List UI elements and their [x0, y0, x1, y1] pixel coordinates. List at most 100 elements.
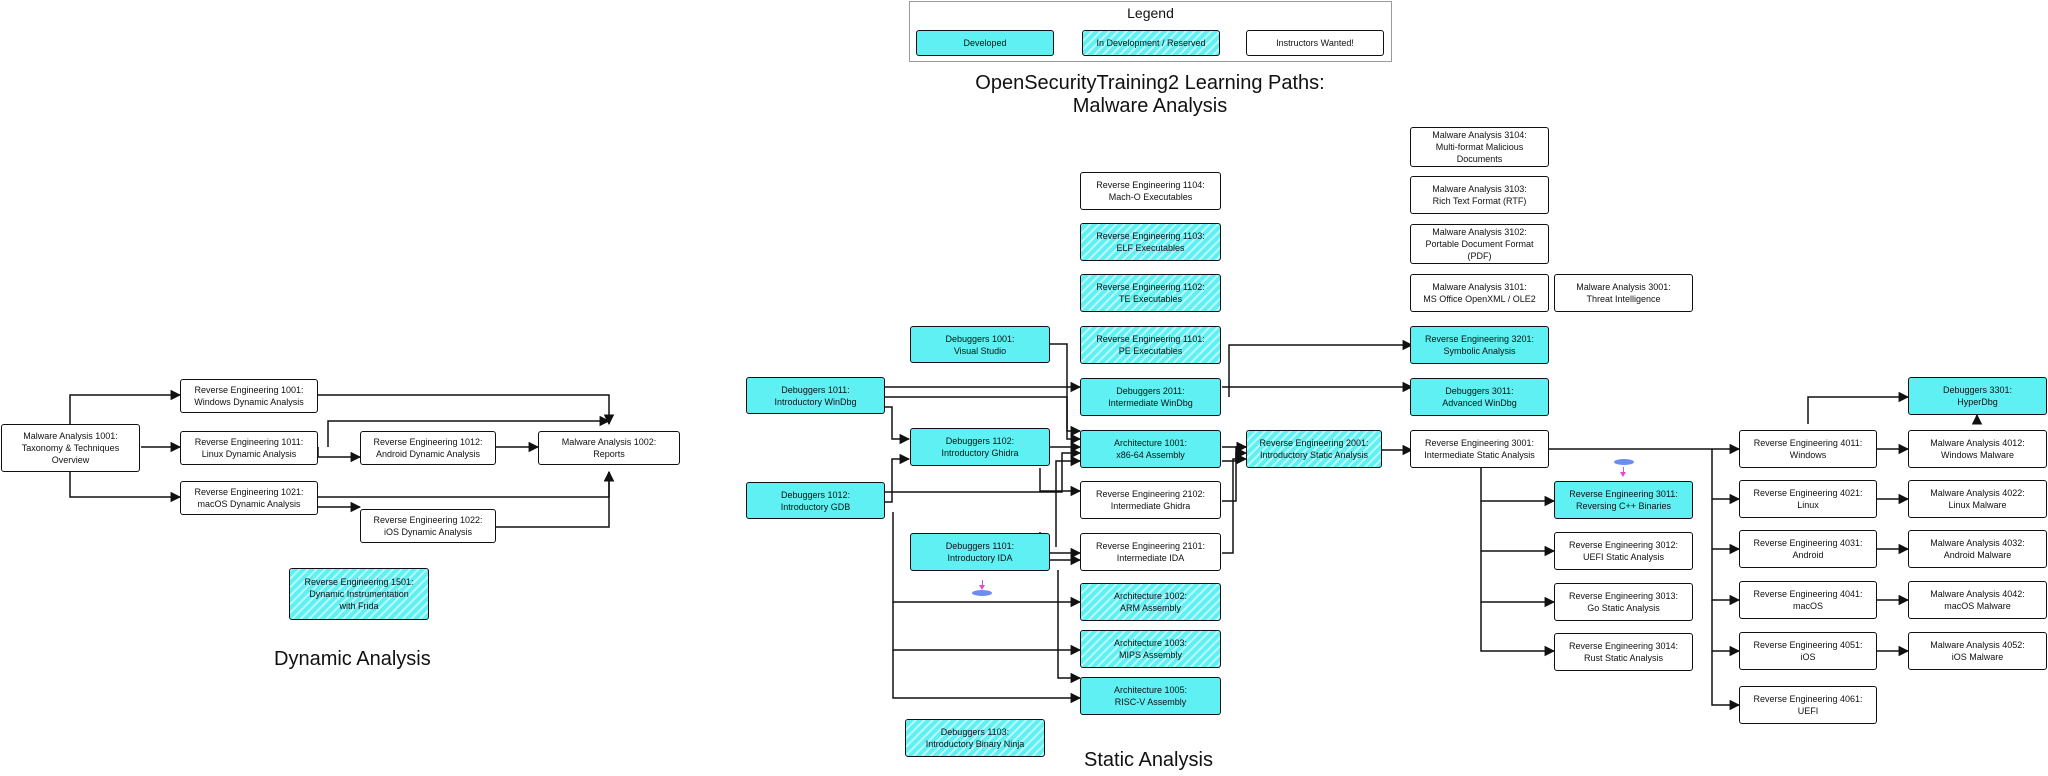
node-text: Reverse Engineering 1103:ELF Executables	[1096, 230, 1204, 254]
node-debuggers-1102[interactable]: Debuggers 1102:Introductory Ghidra	[910, 428, 1050, 466]
node-reverse-engineering-3011[interactable]: Reverse Engineering 3011:Reversing C++ B…	[1554, 481, 1693, 519]
node-text-line: MS Office OpenXML / OLE2	[1423, 294, 1536, 304]
node-malware-analysis-1002[interactable]: Malware Analysis 1002:Reports	[538, 431, 680, 465]
node-debuggers-1103[interactable]: Debuggers 1103:Introductory Binary Ninja	[905, 719, 1045, 757]
node-text-line: PE Executables	[1118, 346, 1183, 356]
node-text-line: Taxonomy & Techniques	[21, 443, 120, 453]
node-reverse-engineering-1021[interactable]: Reverse Engineering 1021: macOS Dynamic A…	[180, 481, 318, 515]
node-text-line: Malware Analysis 3104:	[1432, 130, 1527, 140]
node-text-line: Debuggers 1011:	[781, 384, 850, 395]
node-reverse-engineering-1011[interactable]: Reverse Engineering 1011:Linux Dynamic A…	[180, 431, 318, 465]
node-reverse-engineering-3201[interactable]: Reverse Engineering 3201:Symbolic Analys…	[1410, 326, 1549, 364]
node-text-line: Intermediate Ghidra	[1110, 501, 1191, 511]
node-text-line: Linux Dynamic Analysis	[201, 449, 297, 459]
edge	[318, 394, 615, 426]
edge	[1480, 468, 1556, 507]
node-text-line: Reverse Engineering 3201:	[1424, 334, 1535, 344]
node-architecture-1003[interactable]: Architecture 1003:MIPS Assembly	[1080, 630, 1221, 668]
node-text-line: Malware Analysis 4022:	[1930, 488, 2025, 498]
node-debuggers-1101[interactable]: Debuggers 1101:Introductory IDA	[910, 533, 1050, 571]
node-text: Debuggers 2011:Intermediate WinDbg	[1108, 385, 1193, 409]
node-reverse-engineering-1001[interactable]: Reverse Engineering 1001:Windows Dynamic…	[180, 379, 318, 413]
edge	[1057, 570, 1082, 684]
node-debuggers-3011[interactable]: Debuggers 3011:Advanced WinDbg	[1410, 378, 1549, 416]
node-text-line: iOS Dynamic Analysis	[383, 527, 472, 537]
node-debuggers-1001[interactable]: Debuggers 1001:Visual Studio	[910, 326, 1050, 363]
node-text-line: Architecture 1005:	[1113, 685, 1188, 695]
node-reverse-engineering-1102[interactable]: Reverse Engineering 1102:TE Executables	[1080, 274, 1221, 312]
node-architecture-1001[interactable]: Architecture 1001:x86-64 Assembly	[1080, 430, 1221, 468]
node-reverse-engineering-1022[interactable]: Reverse Engineering 1022:iOS Dynamic Ana…	[360, 509, 496, 543]
node-debuggers-1011[interactable]: Debuggers 1011:Introductory WinDbg	[746, 377, 885, 414]
node-malware-analysis-3102[interactable]: Malware Analysis 3102:Portable Document …	[1410, 224, 1549, 264]
node-text-line: macOS Dynamic Analysis	[197, 499, 301, 509]
node-reverse-engineering-1101[interactable]: Reverse Engineering 1101:PE Executables	[1080, 326, 1221, 364]
node-text: Reverse Engineering 4041:macOS	[1753, 588, 1862, 612]
node-text-line: Introductory GDB	[780, 501, 851, 512]
node-reverse-engineering-4041[interactable]: Reverse Engineering 4041:macOS	[1739, 581, 1877, 619]
node-text-line: Linux Malware	[1948, 500, 2007, 510]
edge	[1711, 600, 1741, 657]
node-text: Reverse Engineering 3201:Symbolic Analys…	[1425, 333, 1534, 357]
node-reverse-engineering-1012[interactable]: Reverse Engineering 1012:Android Dynamic…	[360, 431, 496, 465]
node-malware-analysis-4022[interactable]: Malware Analysis 4022: Linux Malware	[1908, 480, 2047, 518]
node-malware-analysis-3104[interactable]: Malware Analysis 3104: Multi-format Malic…	[1410, 127, 1549, 167]
node-debuggers-2011[interactable]: Debuggers 2011:Intermediate WinDbg	[1080, 378, 1221, 416]
node-text-line: Reverse Engineering 3013:	[1568, 591, 1679, 601]
node-debuggers-3301[interactable]: Debuggers 3301:HyperDbg	[1908, 377, 2047, 415]
node-reverse-engineering-4031[interactable]: Reverse Engineering 4031:Android	[1739, 530, 1877, 568]
node-architecture-1005[interactable]: Architecture 1005:RISC-V Assembly	[1080, 677, 1221, 715]
node-reverse-engineering-4061[interactable]: Reverse Engineering 4061:UEFI	[1739, 686, 1877, 724]
node-reverse-engineering-4021[interactable]: Reverse Engineering 4021:Linux	[1739, 480, 1877, 518]
marker-arrow-icon	[1620, 472, 1626, 477]
node-text-line: Reverse Engineering 1021:	[194, 487, 304, 497]
node-text-line: Debuggers 2011:	[1116, 386, 1185, 396]
node-text: Reverse Engineering 1021: macOS Dynamic A…	[194, 486, 303, 510]
legend-in-development: In Development / Reserved	[1082, 30, 1220, 56]
node-text: Reverse Engineering 2001:Introductory St…	[1259, 437, 1368, 461]
node-reverse-engineering-1103[interactable]: Reverse Engineering 1103:ELF Executables	[1080, 223, 1221, 261]
node-text-line: Windows	[1789, 450, 1827, 460]
node-reverse-engineering-1501[interactable]: Reverse Engineering 1501:Dynamic Instrum…	[289, 568, 429, 620]
node-reverse-engineering-3001[interactable]: Reverse Engineering 3001:Intermediate St…	[1410, 430, 1549, 468]
node-text: Reverse Engineering 1501:Dynamic Instrum…	[304, 576, 413, 612]
node-text-line: Introductory IDA	[947, 553, 1013, 563]
node-reverse-engineering-4051[interactable]: Reverse Engineering 4051:iOS	[1739, 632, 1877, 670]
node-malware-analysis-3103[interactable]: Malware Analysis 3103:Rich Text Format (…	[1410, 176, 1549, 214]
node-reverse-engineering-4011[interactable]: Reverse Engineering 4011:Windows	[1739, 430, 1877, 468]
node-text-line: Android Dynamic Analysis	[375, 449, 481, 459]
node-reverse-engineering-3012[interactable]: Reverse Engineering 3012:UEFI Static Ana…	[1554, 532, 1693, 570]
node-text-line: Multi-format Malicious	[1435, 142, 1524, 152]
node-text: Reverse Engineering 3001:Intermediate St…	[1424, 437, 1535, 461]
node-text-line: Introductory WinDbg	[774, 396, 857, 407]
node-malware-analysis-4042[interactable]: Malware Analysis 4042:macOS Malware	[1908, 581, 2047, 619]
node-text: Malware Analysis 4022: Linux Malware	[1930, 487, 2025, 511]
node-malware-analysis-3101[interactable]: Malware Analysis 3101:MS Office OpenXML …	[1410, 274, 1549, 312]
node-reverse-engineering-1104[interactable]: Reverse Engineering 1104:Mach-O Executab…	[1080, 172, 1221, 210]
edge	[1055, 455, 1082, 547]
node-malware-analysis-4052[interactable]: Malware Analysis 4052:iOS Malware	[1908, 632, 2047, 670]
node-reverse-engineering-2101[interactable]: Reverse Engineering 2101:Intermediate ID…	[1080, 533, 1221, 571]
node-debuggers-1012[interactable]: Debuggers 1012:Introductory GDB	[746, 482, 885, 519]
node-architecture-1002[interactable]: Architecture 1002:ARM Assembly	[1080, 583, 1221, 621]
edge	[892, 650, 1082, 704]
node-text-line: Introductory Binary Ninja	[925, 739, 1025, 749]
node-text-line: Debuggers 3301:	[1942, 385, 2013, 395]
node-malware-analysis-4032[interactable]: Malware Analysis 4032:Android Malware	[1908, 530, 2047, 568]
node-reverse-engineering-3013[interactable]: Reverse Engineering 3013:Go Static Analy…	[1554, 583, 1693, 621]
legend-title: Legend	[1127, 5, 1174, 21]
node-text-line: Intermediate Static Analysis	[1424, 450, 1535, 460]
node-reverse-engineering-2102[interactable]: Reverse Engineering 2102:Intermediate Gh…	[1080, 481, 1221, 519]
node-malware-analysis-3001[interactable]: Malware Analysis 3001:Threat Intelligenc…	[1554, 274, 1693, 312]
node-text-line: Introductory Ghidra	[941, 448, 1019, 458]
legend-instructors-wanted: Instructors Wanted!	[1246, 30, 1384, 56]
node-malware-analysis-4012[interactable]: Malware Analysis 4012:Windows Malware	[1908, 430, 2047, 468]
node-malware-analysis-1001[interactable]: Malware Analysis 1001:Taxonomy & Techniq…	[1, 424, 140, 472]
node-reverse-engineering-3014[interactable]: Reverse Engineering 3014:Rust Static Ana…	[1554, 633, 1693, 671]
node-text: Debuggers 1011:Introductory WinDbg	[774, 384, 856, 408]
node-text-line: Reverse Engineering 1102:	[1096, 282, 1205, 292]
node-text: Debuggers 3301:HyperDbg	[1943, 384, 2012, 408]
node-text-line: Reverse Engineering 3012:	[1568, 540, 1679, 550]
edge	[1711, 549, 1741, 606]
node-reverse-engineering-2001[interactable]: Reverse Engineering 2001:Introductory St…	[1246, 430, 1382, 468]
